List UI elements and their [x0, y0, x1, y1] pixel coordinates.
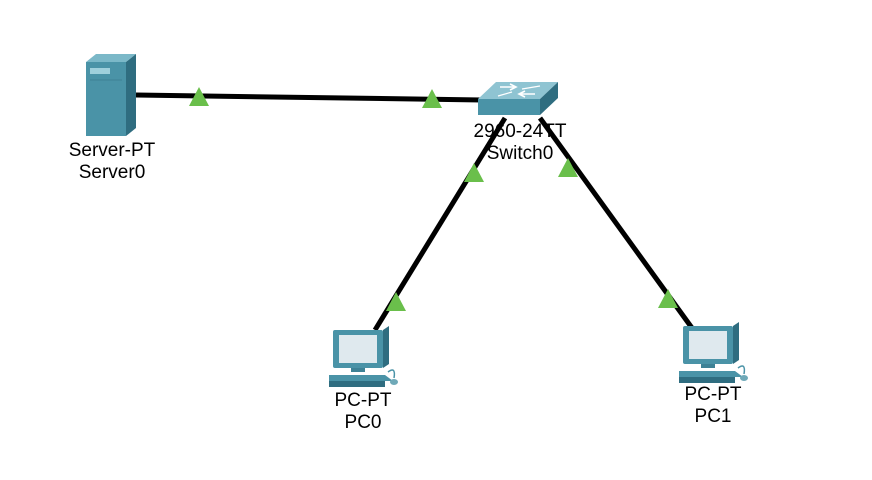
- device-model: PC-PT: [684, 384, 742, 405]
- link-up-indicator: [558, 158, 578, 177]
- link-up-indicator: [658, 289, 678, 308]
- switch-icon[interactable]: [478, 82, 558, 115]
- link-up-indicator: [464, 163, 484, 182]
- link-up-indicator: [422, 89, 442, 108]
- switch0-label: 2960-24TT Switch0: [452, 121, 588, 165]
- server0-label: Server-PT Server0: [52, 140, 172, 184]
- pc1-label: PC-PT PC1: [668, 384, 758, 428]
- pc-icon[interactable]: [679, 322, 748, 383]
- link-up-indicator: [386, 292, 406, 311]
- device-name: Switch0: [486, 143, 554, 164]
- server-icon[interactable]: [86, 54, 136, 136]
- link-server0-switch0[interactable]: [135, 92, 483, 103]
- device-model: 2960-24TT: [473, 121, 567, 142]
- device-name: Server0: [78, 162, 146, 183]
- link-up-indicator: [189, 87, 209, 106]
- device-model: PC-PT: [334, 390, 392, 411]
- pc0-label: PC-PT PC0: [318, 390, 408, 434]
- device-name: PC1: [694, 406, 732, 427]
- device-name: PC0: [344, 412, 382, 433]
- pc-icon[interactable]: [329, 326, 398, 387]
- device-model: Server-PT: [68, 140, 156, 161]
